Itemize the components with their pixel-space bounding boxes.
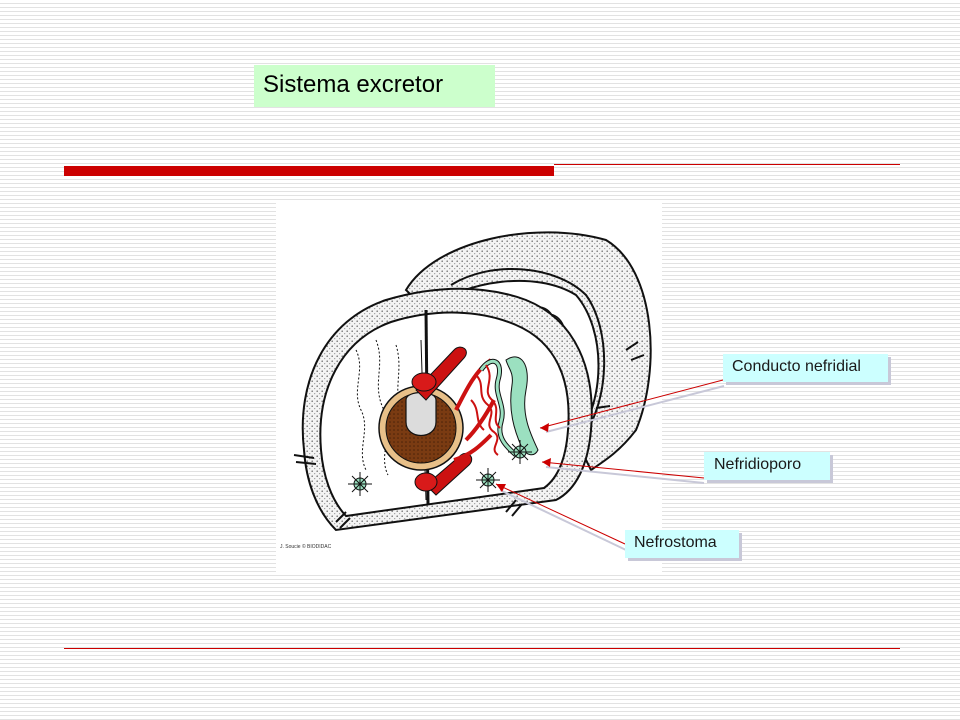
earthworm-cross-section-figure: J. Soucie © BIODIDAC: [276, 200, 662, 572]
nephrostome-left-mark: [348, 472, 372, 496]
label-nefrostoma: Nefrostoma: [625, 530, 739, 558]
title-underline-thick: [64, 166, 554, 176]
title-underline-thin: [554, 164, 900, 165]
footer-rule: [64, 648, 900, 649]
label-nefridioporo: Nefridioporo: [704, 452, 830, 480]
image-credit: J. Soucie © BIODIDAC: [280, 544, 332, 550]
slide-title: Sistema excretor: [254, 65, 495, 107]
cross-section-drawing: [293, 231, 652, 532]
nephrostome-right-mark: [476, 468, 500, 492]
nephrostome-upper-mark: [508, 440, 532, 464]
label-conducto-nefridial: Conducto nefridial: [723, 354, 888, 382]
